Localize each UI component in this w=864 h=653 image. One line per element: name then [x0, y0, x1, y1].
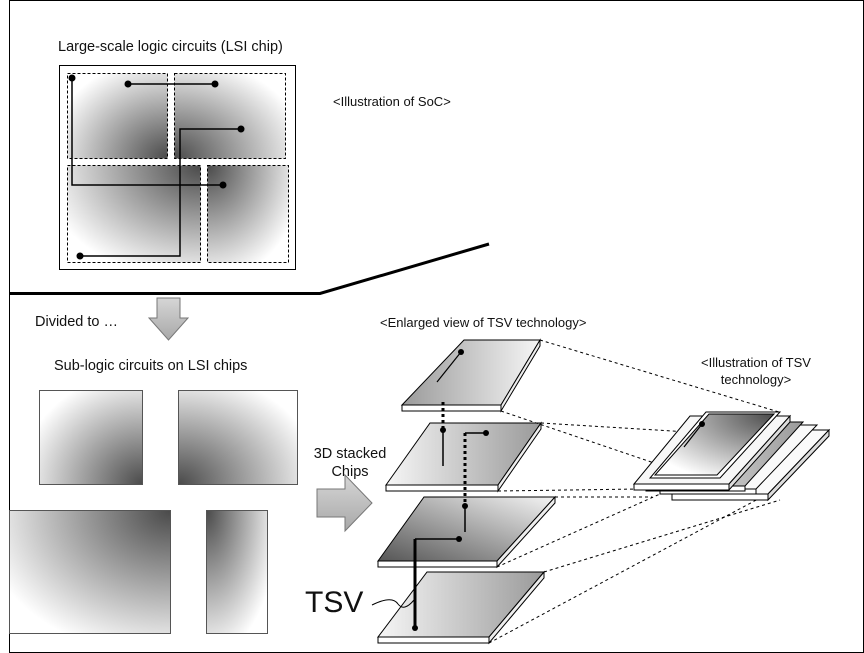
right-arrow-icon	[316, 473, 373, 533]
section-divider	[9, 242, 490, 295]
stack-layer-1	[400, 338, 541, 413]
sub-chip-bottom-right	[206, 510, 268, 634]
sub-logic-label: Sub-logic circuits on LSI chips	[54, 358, 248, 374]
tsv-illustration	[632, 411, 831, 502]
lsi-block-bottom-right	[207, 165, 289, 263]
tsv-illustration-label-2: technology>	[720, 372, 792, 387]
lsi-title: Large-scale logic circuits (LSI chip)	[58, 39, 283, 55]
sub-chip-top-right	[178, 390, 298, 485]
stacked-chips-label-2: Chips	[331, 464, 369, 480]
divided-label: Divided to …	[35, 314, 119, 330]
tsv-label: TSV	[305, 586, 364, 619]
lsi-block-top-left	[67, 73, 168, 159]
sub-chip-top-left	[39, 390, 143, 485]
down-arrow-icon	[147, 297, 190, 341]
tsv-wiring	[371, 349, 489, 631]
lsi-block-top-right	[174, 73, 286, 159]
soc-caption: <Illustration of SoC>	[333, 94, 451, 109]
lsi-block-bottom-left	[67, 165, 201, 263]
enlarged-view-label: <Enlarged view of TSV technology>	[380, 315, 587, 330]
tsv-illustration-label-1: <Illustration of TSV	[701, 355, 811, 370]
projection-lines	[488, 339, 781, 644]
sub-chip-bottom-left	[9, 510, 171, 634]
stacked-chips-label-1: 3D stacked	[313, 446, 387, 462]
lsi-chip	[59, 65, 296, 270]
